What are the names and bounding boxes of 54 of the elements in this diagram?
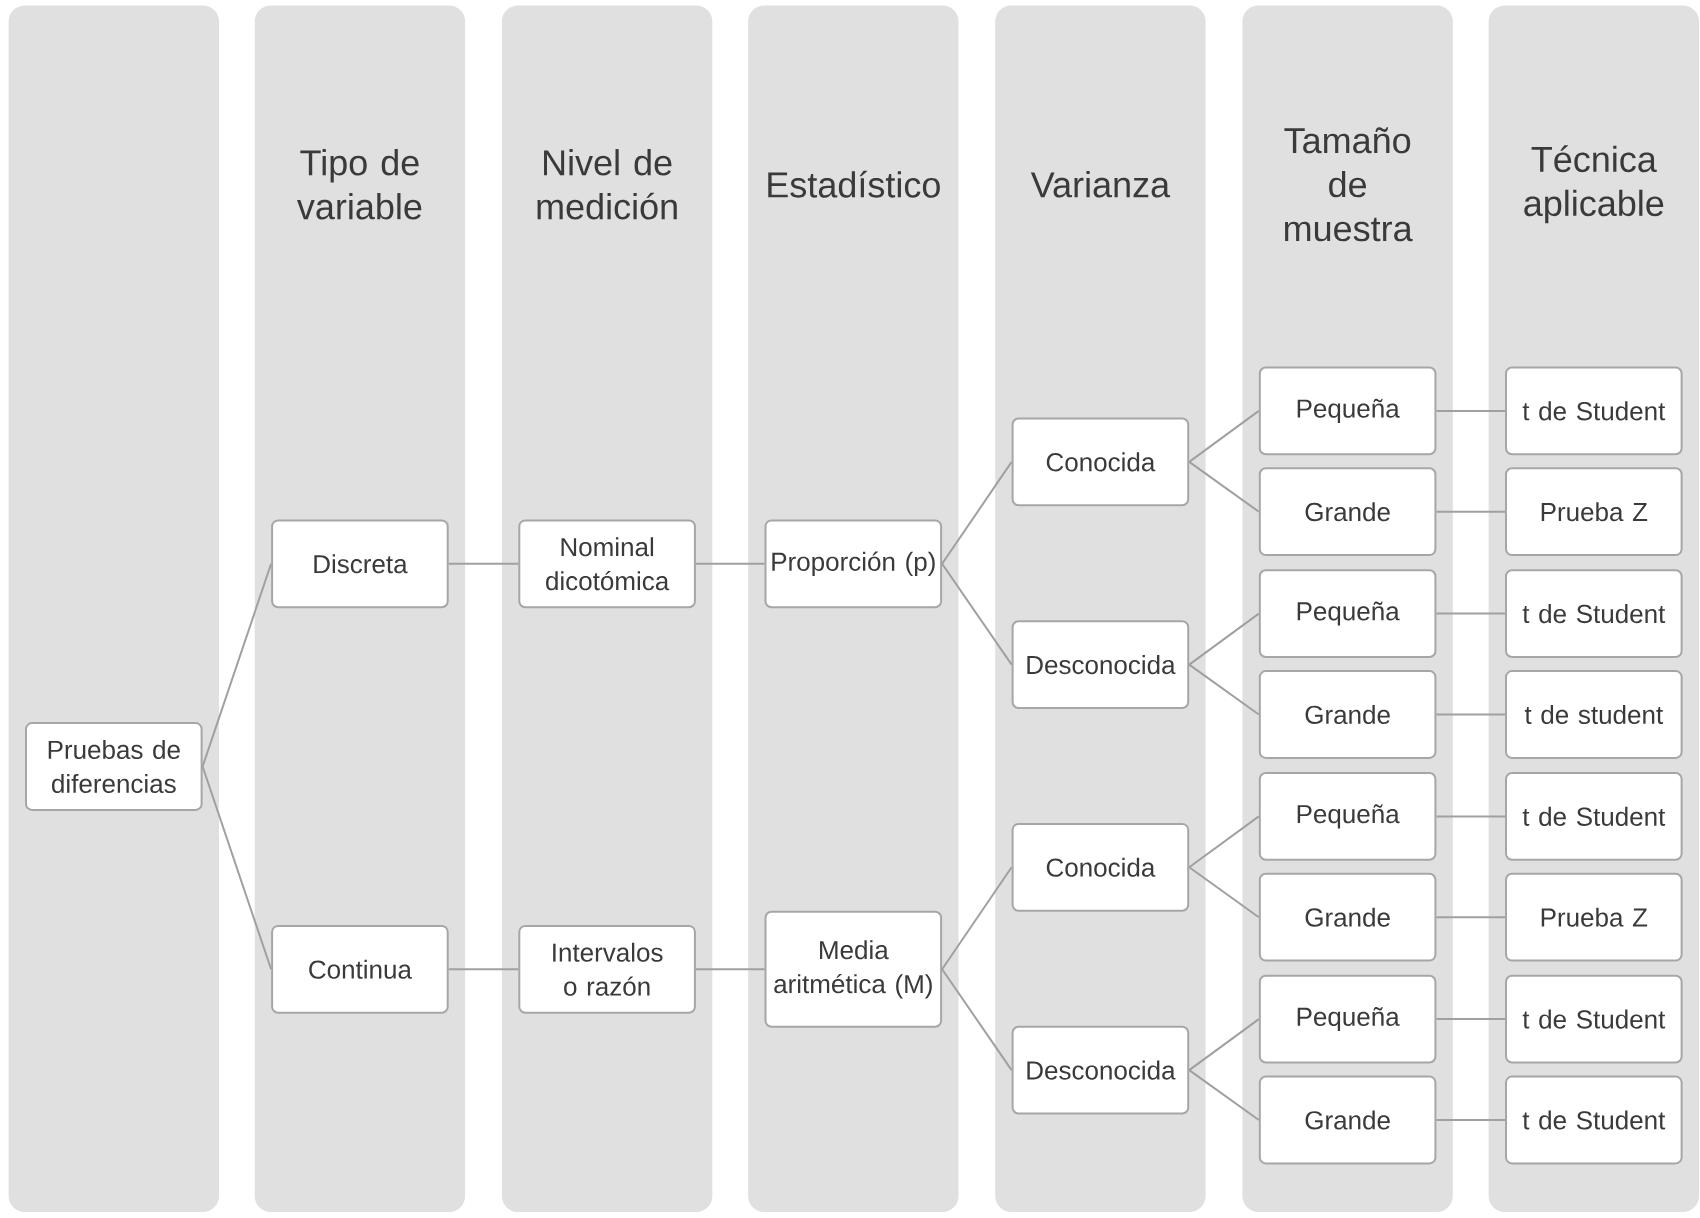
process-box: t de student — [1505, 670, 1683, 759]
process-box: Pequeña — [1258, 569, 1437, 658]
process-box: Pruebas de diferencias — [25, 722, 203, 811]
connector-line — [1188, 409, 1260, 463]
process-box: Desconocida — [1011, 620, 1190, 709]
connector-line — [1188, 460, 1260, 513]
connector-line — [941, 866, 1013, 971]
process-box: Continua — [271, 924, 449, 1014]
connector-line — [201, 765, 273, 971]
connector-line — [1188, 663, 1260, 716]
connector-line — [1435, 612, 1506, 615]
connector-line — [1188, 1018, 1260, 1072]
process-box: Proporción (p) — [764, 519, 943, 609]
connector-line — [694, 968, 766, 971]
process-box: t de Student — [1505, 569, 1683, 658]
process-box: Intervalos o razón — [518, 924, 696, 1014]
connector-line — [1435, 1119, 1506, 1121]
process-box: Media aritmética (M) — [764, 910, 943, 1028]
process-box: Grande — [1258, 467, 1437, 557]
process-box: Prueba Z — [1505, 467, 1683, 557]
process-box: Discreta — [271, 519, 449, 609]
process-box: Nominal dicotómica — [518, 519, 696, 609]
process-box: Conocida — [1011, 417, 1190, 507]
connector-line — [1188, 1069, 1260, 1121]
connector-line — [1188, 815, 1260, 869]
connector-line — [1435, 1018, 1506, 1021]
column-band — [8, 5, 219, 1213]
connector-line — [447, 968, 520, 971]
process-box: Pequeña — [1258, 772, 1437, 861]
connector-line — [1435, 510, 1506, 513]
process-box: Desconocida — [1011, 1025, 1190, 1115]
connector-line — [1188, 866, 1260, 919]
process-box: Prueba Z — [1505, 872, 1683, 962]
connector-line — [941, 562, 1013, 666]
process-box: Grande — [1258, 872, 1437, 962]
process-box: t de Student — [1505, 366, 1683, 456]
process-box: Conocida — [1011, 822, 1190, 912]
connector-line — [1435, 815, 1506, 818]
process-box: t de Student — [1505, 772, 1683, 861]
connector-line — [201, 562, 273, 768]
connector-line — [1435, 916, 1506, 919]
connector-line — [694, 562, 766, 565]
connector-line — [1435, 713, 1506, 716]
process-box: Grande — [1258, 670, 1437, 759]
connector-line — [1435, 409, 1506, 412]
connector-line — [941, 968, 1013, 1072]
process-box: Pequeña — [1258, 974, 1437, 1064]
connector-line — [447, 562, 520, 565]
process-box: Grande — [1258, 1075, 1437, 1165]
process-box: Pequeña — [1258, 366, 1437, 456]
connector-line — [941, 460, 1013, 565]
process-box: t de Student — [1505, 1075, 1683, 1165]
process-box: t de Student — [1505, 974, 1683, 1064]
connector-line — [1188, 612, 1260, 666]
